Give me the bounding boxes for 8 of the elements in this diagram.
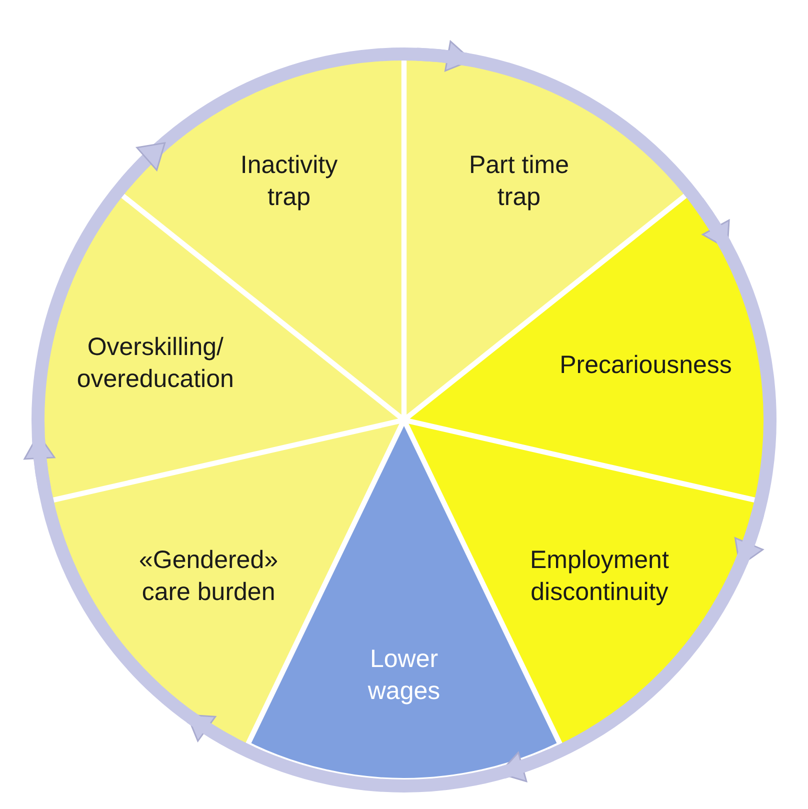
slice-label: Precariousness [560,350,732,381]
slice-label: Part time trap [468,150,570,214]
slice-label: Inactivity trap [239,150,339,214]
curved-arrow [32,141,166,490]
slice-label: Employment discontinuity [528,544,670,608]
slice-label: «Gendered» care burden [138,544,280,608]
slice-label: Lower wages [366,644,442,707]
slice-label: Overskilling/ overeducation [76,332,235,396]
